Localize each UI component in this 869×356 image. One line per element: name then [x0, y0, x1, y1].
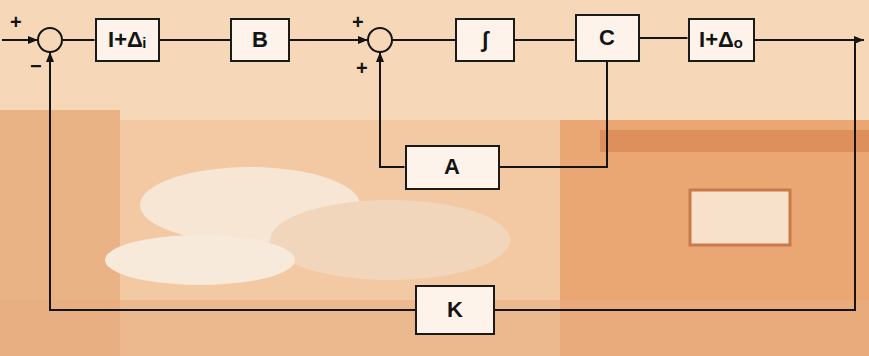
signal-line [62, 39, 95, 41]
signal-connector [495, 40, 855, 310]
signal-line [160, 39, 231, 41]
signal-line [515, 39, 575, 41]
signal-line [50, 52, 415, 310]
signal-line [495, 40, 855, 310]
signal-connector [515, 40, 575, 41]
signal-line [380, 52, 405, 167]
block-label: C [599, 26, 615, 50]
block-label: I+Δᵢ [108, 28, 146, 52]
signal-connector [640, 38, 688, 39]
process-box: K [415, 285, 495, 335]
process-box: A [405, 145, 500, 190]
signal-line [392, 39, 455, 41]
signal-line [392, 39, 455, 41]
block-label: ∫ [482, 28, 488, 52]
sign-label: + [356, 58, 368, 78]
photo-sky [0, 0, 869, 120]
block-label: K [447, 298, 463, 322]
sign-label: − [30, 56, 42, 76]
block-label: I+Δₒ [699, 28, 743, 52]
block-label: A [444, 155, 460, 179]
input-arrow [2, 39, 38, 41]
process-box: C [575, 14, 640, 62]
sign-label: + [10, 12, 22, 32]
summing-junction [38, 28, 62, 52]
signal-line [640, 37, 688, 39]
process-box: I+Δₒ [688, 18, 755, 62]
block-label: B [252, 28, 268, 52]
signal-connector [160, 40, 231, 41]
sign-label: + [352, 12, 364, 32]
process-box: I+Δᵢ [95, 18, 160, 62]
signal-connector [290, 40, 455, 41]
photo-car [270, 200, 510, 280]
photo-car [105, 235, 295, 285]
process-box: ∫ [455, 18, 515, 62]
signal-line [500, 62, 608, 167]
summing-junction [368, 28, 392, 52]
signal-line [290, 39, 368, 41]
photo-window [690, 190, 790, 245]
signal-connector [50, 40, 415, 310]
photo-roof-band [600, 130, 869, 152]
signal-connector [500, 62, 608, 167]
process-box: B [230, 18, 290, 62]
